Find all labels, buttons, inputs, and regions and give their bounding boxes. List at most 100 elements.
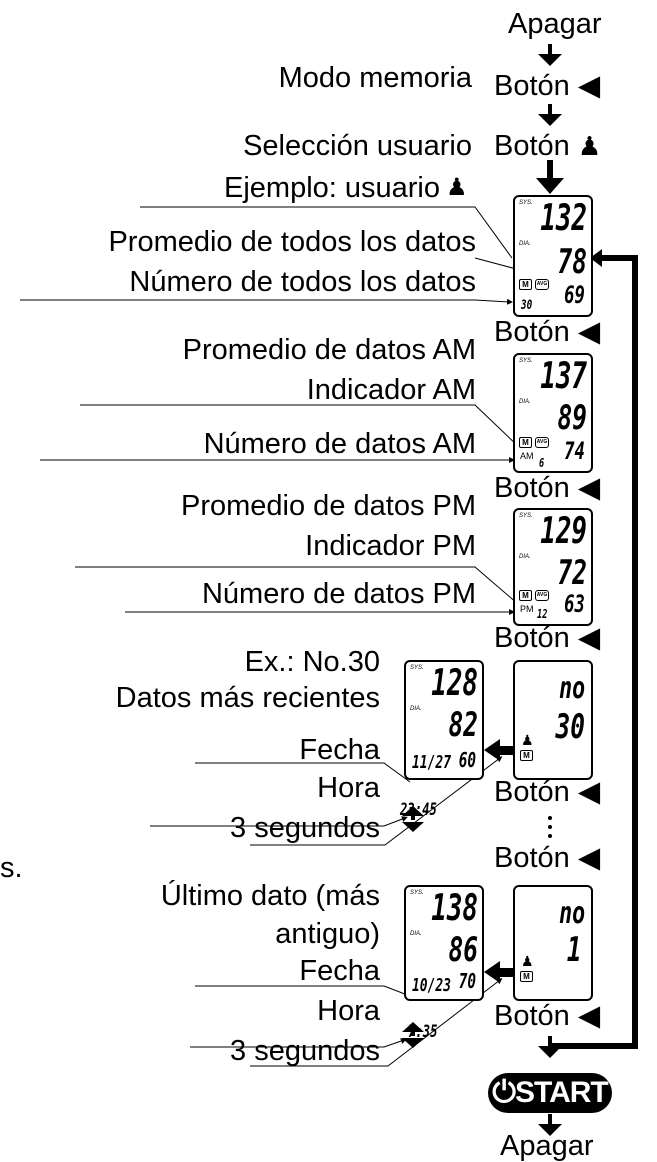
- memory-icon: M: [519, 279, 532, 290]
- prev-button-6[interactable]: Botón ◀: [494, 842, 600, 874]
- pulse-value: 70: [458, 969, 476, 993]
- left-triangle-icon: ◀: [577, 316, 601, 348]
- time-label: Hora: [317, 772, 380, 804]
- count-value: 30: [521, 298, 533, 313]
- sys-label: SYS.: [410, 665, 424, 671]
- memory-icon: M: [520, 750, 533, 761]
- record-number: 30: [555, 707, 585, 747]
- pm-average-label: Promedio de datos PM: [181, 490, 476, 522]
- dia-label: DIA.: [519, 554, 531, 560]
- am-average-label: Promedio de datos AM: [182, 334, 476, 366]
- seconds-label: 3 segundos: [230, 812, 380, 844]
- left-triangle-icon: ◀: [577, 70, 601, 102]
- user-selection-label: Selección usuario: [243, 130, 472, 162]
- user-1-icon: ♟: [446, 174, 468, 201]
- pm-count-label: Número de datos PM: [201, 578, 476, 610]
- avg-icon: AVG: [535, 279, 549, 290]
- pulse-value: 60: [458, 748, 476, 772]
- prev-button-3[interactable]: Botón ◀: [494, 472, 600, 504]
- user-icon: ♟: [521, 732, 534, 748]
- lcd-am-data: SYS. 137 DIA. 89 M AVG 74 AM 6: [513, 353, 593, 473]
- last-data-label-2: antiguo): [275, 918, 380, 950]
- am-count-label: Número de datos AM: [203, 428, 476, 460]
- left-triangle-icon: ◀: [577, 842, 601, 874]
- dia-label: DIA.: [519, 399, 531, 405]
- lcd-oldest-number: no 1 ♟ M: [513, 885, 593, 1001]
- button-label: Botón: [494, 622, 570, 654]
- dia-label: DIA.: [519, 241, 531, 247]
- all-average-label: Promedio de todos los datos: [108, 226, 476, 258]
- pm-indicator-label: Indicador PM: [305, 530, 476, 562]
- dia-label: DIA.: [410, 931, 422, 937]
- loop-line: [552, 255, 638, 1049]
- date-label: Fecha: [299, 955, 380, 987]
- lcd-oldest-reading: SYS. 138 DIA. 86 10/23 70: [404, 885, 484, 1001]
- button-label: Botón: [494, 1000, 570, 1032]
- user-icon: ♟: [577, 131, 602, 161]
- memory-icon: M: [520, 971, 533, 982]
- recent-data-label: Datos más recientes: [115, 682, 380, 714]
- sys-value: 128: [431, 663, 478, 704]
- prev-button-7[interactable]: Botón ◀: [494, 1000, 600, 1032]
- time-value: 7:35: [408, 1022, 438, 1042]
- am-indicator-label: Indicador AM: [306, 374, 476, 406]
- dia-value: 78: [557, 242, 587, 282]
- all-count-label: Número de todos los datos: [129, 266, 476, 298]
- button-label: Botón: [494, 472, 570, 504]
- left-triangle-icon: ◀: [577, 1000, 601, 1032]
- memory-icon: M: [519, 437, 532, 448]
- button-label: Botón: [494, 70, 570, 102]
- time-value: 23:45: [400, 800, 437, 820]
- button-label: Botón: [494, 842, 570, 874]
- sys-label: SYS.: [519, 200, 533, 206]
- button-label: Botón: [494, 776, 570, 808]
- sys-value: 129: [540, 511, 587, 552]
- am-indicator: AM: [520, 451, 534, 461]
- time-label: Hora: [317, 995, 380, 1027]
- pulse-value: 69: [564, 281, 585, 309]
- avg-icon: AVG: [535, 437, 549, 448]
- side-text: s.: [0, 852, 23, 884]
- lcd-recent-reading: SYS. 128 DIA. 82 11/27 60: [404, 660, 484, 780]
- lcd-recent-number: no 30 ♟ M: [513, 660, 593, 780]
- off-label-bottom: Apagar: [500, 1130, 594, 1162]
- power-icon: ⏻: [492, 1076, 516, 1109]
- dia-value: 86: [448, 930, 478, 970]
- date-value: 11/27: [412, 752, 452, 773]
- memory-mode-label: Modo memoria: [278, 62, 472, 94]
- user-button[interactable]: Botón ♟: [494, 130, 601, 162]
- sys-label: SYS.: [410, 890, 424, 896]
- sys-value: 138: [431, 888, 478, 929]
- prev-button-1[interactable]: Botón ◀: [494, 70, 600, 102]
- no-label: no: [558, 896, 585, 931]
- start-button[interactable]: ⏻START: [488, 1073, 612, 1113]
- prev-button-2[interactable]: Botón ◀: [494, 316, 600, 348]
- avg-icon: AVG: [535, 590, 549, 601]
- dia-value: 89: [557, 398, 587, 438]
- pulse-value: 74: [564, 437, 585, 465]
- seconds-label: 3 segundos: [230, 1035, 380, 1067]
- sys-label: SYS.: [519, 358, 533, 364]
- button-label: Botón: [494, 316, 570, 348]
- no-label: no: [558, 671, 585, 706]
- dia-label: DIA.: [410, 706, 422, 712]
- sys-value: 132: [540, 198, 587, 239]
- dia-value: 82: [448, 705, 478, 745]
- prev-button-4[interactable]: Botón ◀: [494, 622, 600, 654]
- lcd-all-data: SYS. 132 DIA. 78 M AVG 69 30: [513, 195, 593, 317]
- pm-indicator: PM: [520, 604, 534, 614]
- count-value: 12: [537, 607, 548, 621]
- left-triangle-icon: ◀: [577, 472, 601, 504]
- start-label: START: [514, 1076, 609, 1109]
- memory-icon: M: [519, 590, 532, 601]
- date-label: Fecha: [299, 734, 380, 766]
- user-icon: ♟: [521, 953, 534, 969]
- user-example-label: Ejemplo: usuario: [224, 172, 440, 204]
- left-triangle-icon: ◀: [577, 776, 601, 808]
- prev-button-5[interactable]: Botón ◀: [494, 776, 600, 808]
- left-triangle-icon: ◀: [577, 622, 601, 654]
- count-value: 6: [539, 456, 545, 470]
- sys-value: 137: [540, 356, 587, 397]
